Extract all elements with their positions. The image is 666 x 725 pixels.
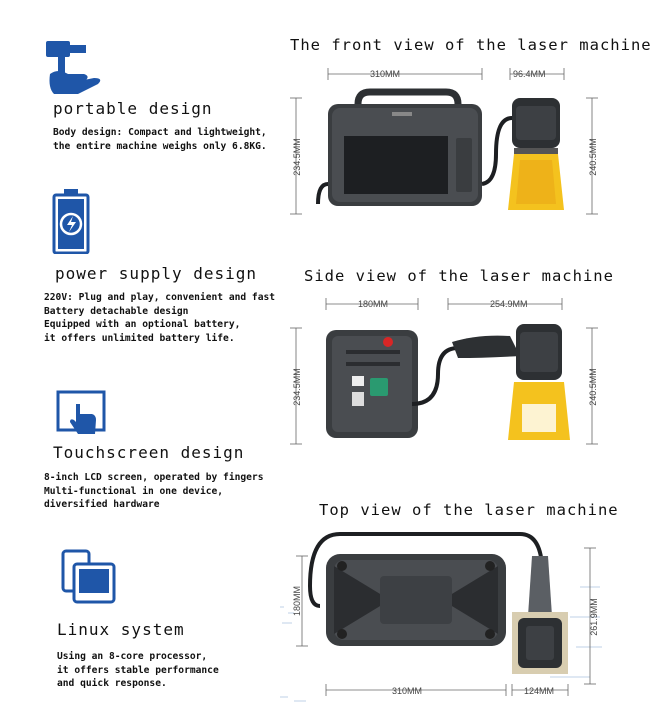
top-width-head: 124MM (524, 686, 555, 696)
desc-line: Using an 8-core processor, (57, 651, 208, 662)
desc-line: Equipped with an optional battery, (44, 319, 241, 330)
top-view-title: Top view of the laser machine (319, 501, 619, 519)
touchscreen-icon (56, 390, 108, 436)
feature-title-power: power supply design (55, 264, 258, 283)
front-view-title: The front view of the laser machine (290, 36, 652, 54)
desc-line: diversified hardware (44, 499, 160, 510)
desc-line: it offers unlimited battery life. (44, 332, 235, 344)
top-width-main: 310MM (392, 686, 423, 696)
feature-desc-portable: Body design: Compact and lightweight, th… (53, 126, 267, 153)
desc-line: Battery detachable design (44, 305, 189, 317)
desc-line: the entire machine weighs only 6.8KG. (53, 140, 267, 152)
front-width-head: 96.4MM (513, 69, 546, 79)
feature-desc-touchscreen: 8-inch LCD screen, operated by fingers M… (44, 471, 264, 512)
front-width-main: 310MM (370, 69, 401, 79)
hand-hammer-icon (44, 38, 110, 98)
side-view-title: Side view of the laser machine (304, 267, 614, 285)
front-height-main: 234.5MM (291, 138, 302, 176)
tablet-icon (60, 548, 120, 606)
top-view-drawing (280, 526, 610, 706)
front-height-head: 240.5MM (587, 138, 598, 176)
top-height-main: 180MM (292, 585, 303, 617)
front-view-drawing (288, 64, 608, 224)
feature-title-portable: portable design (53, 99, 213, 118)
feature-desc-linux: Using an 8-core processor, it offers sta… (57, 650, 219, 691)
side-view-drawing (288, 294, 608, 454)
feature-title-linux: Linux system (57, 620, 185, 639)
top-height-head: 261.9MM (588, 598, 599, 636)
desc-line: 8-inch LCD screen, operated by fingers (44, 472, 264, 483)
desc-line: and quick response. (57, 678, 167, 689)
desc-line: Body design: Compact and lightweight, (53, 127, 267, 138)
side-width-main: 180MM (358, 299, 389, 309)
side-width-head: 254.9MM (490, 299, 528, 309)
feature-title-touchscreen: Touchscreen design (53, 443, 245, 462)
desc-line: Multi-functional in one device, (44, 485, 224, 497)
battery-icon (52, 188, 90, 254)
desc-line: it offers stable performance (57, 664, 219, 676)
desc-line: 220V: Plug and play, convenient and fast (44, 292, 276, 303)
side-height-head: 240.5MM (587, 368, 598, 406)
side-height-main: 234.5MM (291, 368, 302, 406)
feature-desc-power: 220V: Plug and play, convenient and fast… (44, 291, 275, 345)
